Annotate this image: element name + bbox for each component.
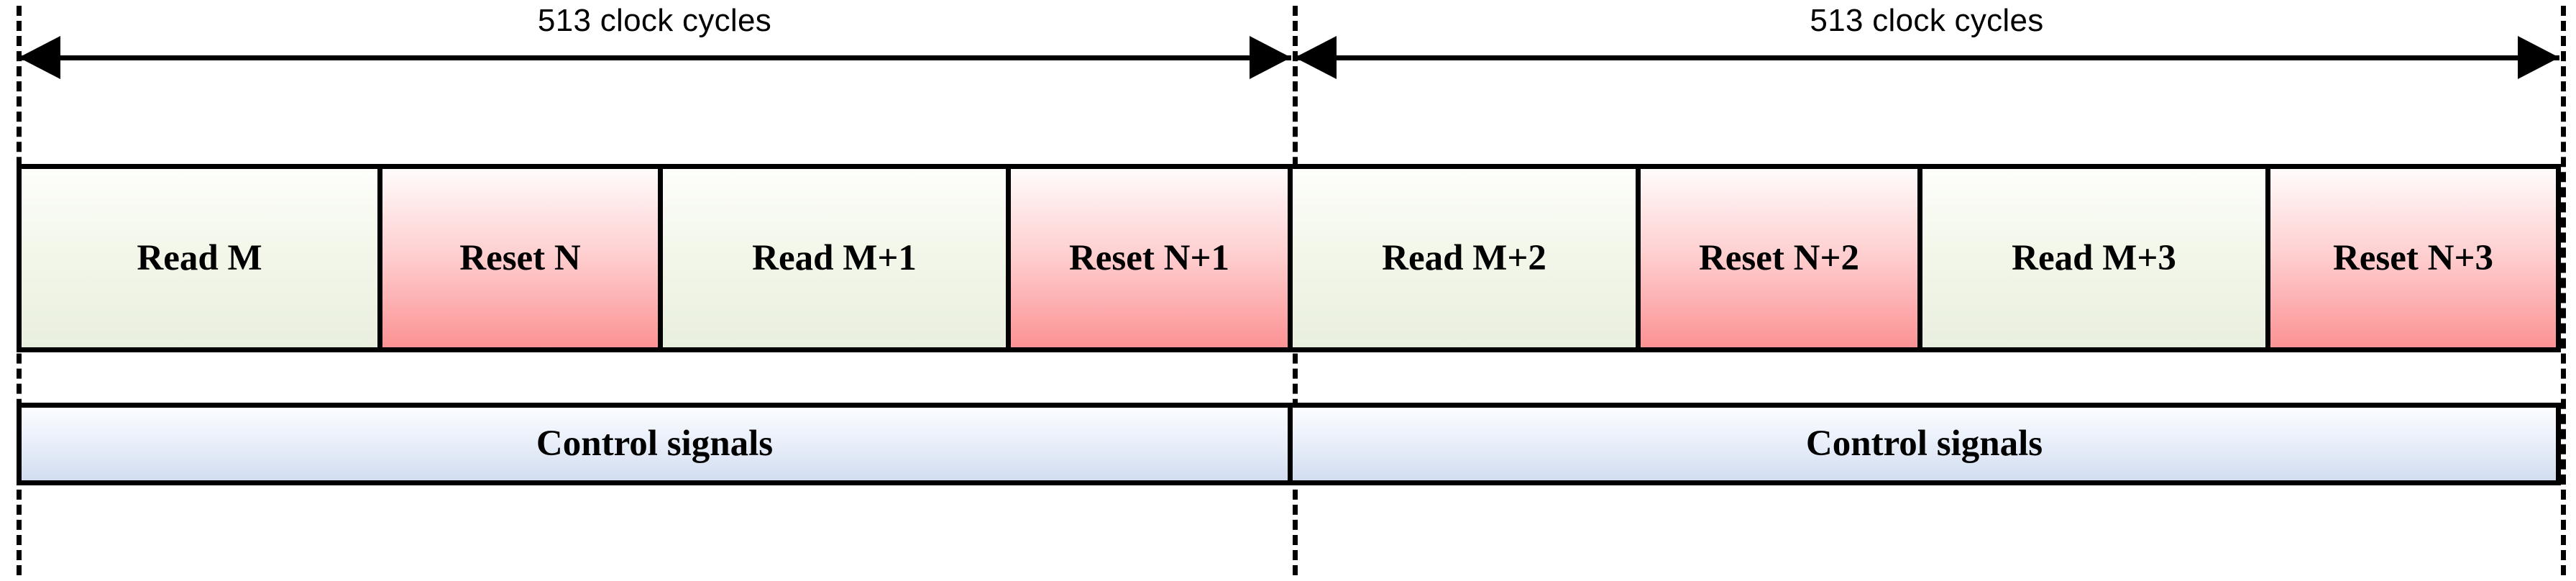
span-arrow-1 [19, 36, 1291, 79]
arrow-shaft [1295, 55, 2559, 60]
control-signal-label: Control signals [1805, 424, 2043, 464]
phase-block-label: Read M+2 [1382, 237, 1546, 278]
phase-block-read-m-1[interactable]: Read M+1 [663, 169, 1011, 347]
arrow-head-left-icon [1295, 36, 1337, 79]
phase-block-reset-n-1[interactable]: Reset N+1 [1011, 169, 1293, 347]
span-label-2: 513 clock cycles [1810, 3, 2044, 38]
phase-block-read-m[interactable]: Read M [22, 169, 382, 347]
phase-block-reset-n[interactable]: Reset N [382, 169, 663, 347]
span-label-1: 513 clock cycles [537, 3, 772, 38]
control-signal-row: Control signals Control signals [17, 403, 2561, 485]
phase-block-label: Read M+1 [752, 237, 917, 278]
phase-block-row: Read M Reset N Read M+1 Reset N+1 Read M… [17, 164, 2561, 352]
phase-block-read-m-3[interactable]: Read M+3 [1922, 169, 2270, 347]
phase-block-label: Reset N [459, 237, 581, 278]
control-signal-label: Control signals [536, 424, 774, 464]
arrow-head-right-icon [2518, 36, 2559, 79]
arrow-head-right-icon [1250, 36, 1291, 79]
control-signal-cell-1[interactable]: Control signals [22, 408, 1293, 480]
arrow-shaft [19, 55, 1291, 60]
phase-block-reset-n-3[interactable]: Reset N+3 [2270, 169, 2556, 347]
boundary-marker-right [2561, 6, 2566, 575]
phase-block-label: Reset N+1 [1068, 237, 1230, 278]
phase-block-label: Read M [137, 237, 262, 278]
control-signal-cell-2[interactable]: Control signals [1293, 408, 2556, 480]
arrow-head-left-icon [19, 36, 60, 79]
phase-block-label: Reset N+2 [1698, 237, 1860, 278]
phase-block-label: Read M+3 [2012, 237, 2176, 278]
span-arrow-2 [1295, 36, 2559, 79]
phase-block-reset-n-2[interactable]: Reset N+2 [1641, 169, 1922, 347]
phase-block-label: Reset N+3 [2332, 237, 2494, 278]
phase-block-read-m-2[interactable]: Read M+2 [1293, 169, 1641, 347]
